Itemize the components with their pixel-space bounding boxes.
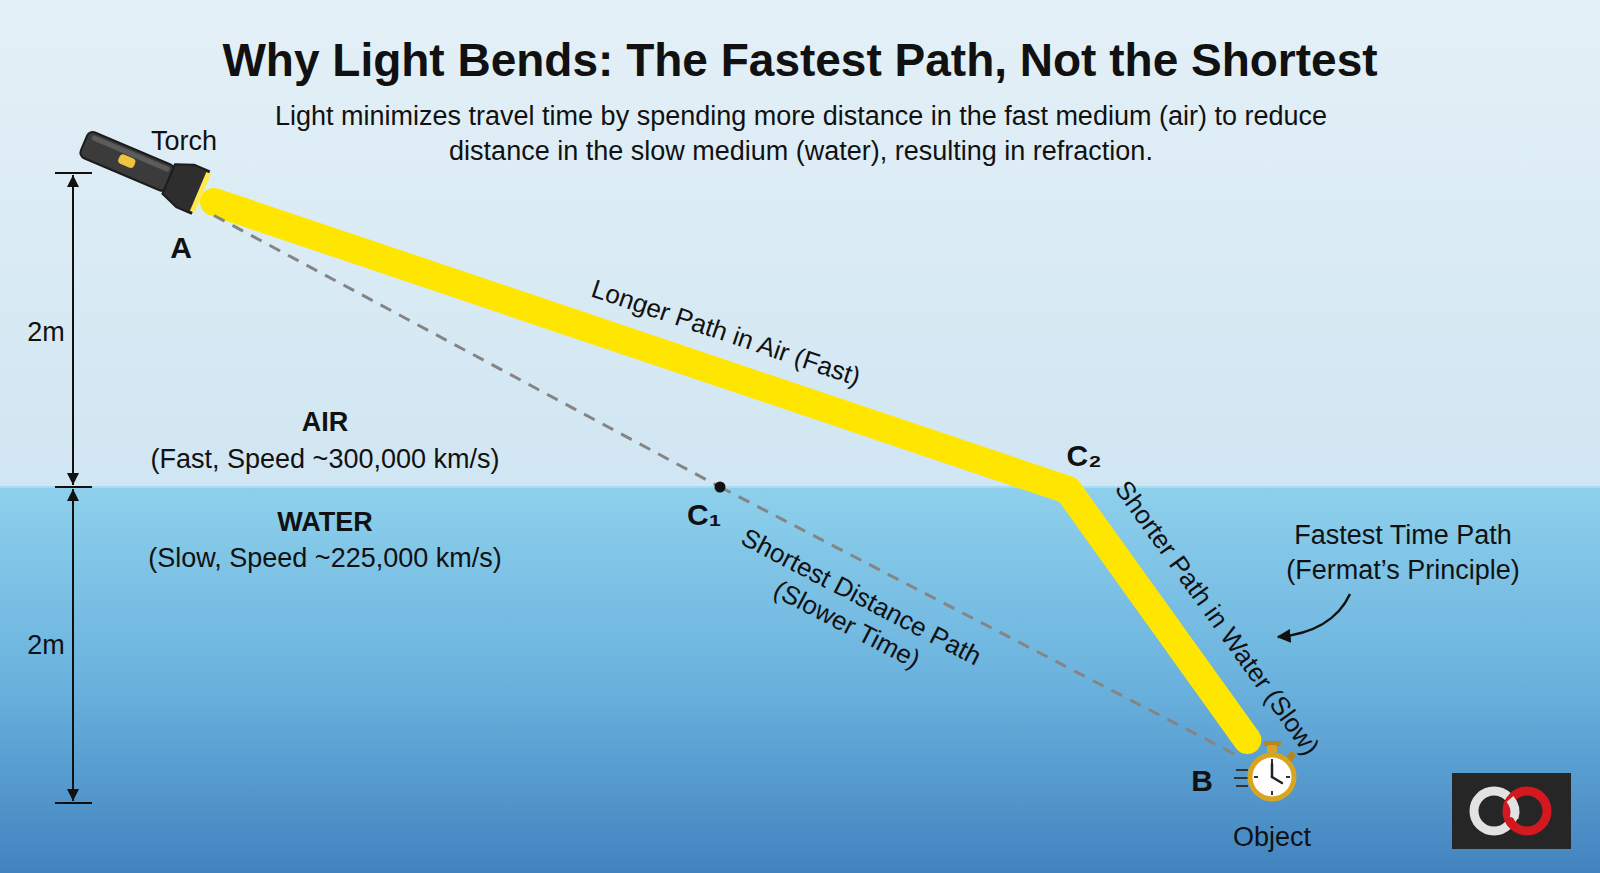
diagram-title: Why Light Bends: The Fastest Path, Not t… (0, 33, 1600, 88)
logo-ring (1510, 799, 1515, 818)
stopwatch-icon (1234, 741, 1297, 799)
node-label: Object (1233, 821, 1311, 853)
dimension-line (72, 489, 74, 801)
stopwatch-tick (1271, 759, 1273, 763)
stopwatch-face (1250, 755, 1294, 799)
medium-speed: (Slow, Speed ~225,000 km/s) (148, 542, 501, 574)
path-label: Shortest Distance Path (Slower Time) (693, 507, 1015, 714)
stopwatch-crown (1267, 745, 1277, 753)
path-label: Longer Path in Air (Fast) (588, 273, 865, 393)
stopwatch-tick (1271, 791, 1273, 795)
stopwatch-tick (1286, 776, 1290, 778)
dimension-tick (55, 486, 92, 488)
dimension-tick (55, 172, 92, 174)
speed-line (1236, 769, 1248, 771)
subtitle-text: Light minimizes travel time by spending … (266, 99, 1336, 168)
node-label: Torch (151, 125, 217, 157)
stopwatch-tick (1254, 776, 1258, 778)
water-region (0, 487, 1600, 873)
stopwatch-hand (1271, 764, 1274, 777)
point-dot (715, 482, 726, 493)
logo-ring (1507, 791, 1547, 831)
callout-arrow (1278, 594, 1350, 637)
point-node: C₂ (1063, 485, 1073, 495)
medium-speed: (Fast, Speed ~300,000 km/s) (151, 443, 500, 475)
point-node: C₁ (715, 482, 725, 492)
point-letter: B (1191, 763, 1213, 799)
callout-label: Fastest Time Path (Fermat’s Principle) (1258, 518, 1548, 588)
torch-lens (190, 172, 211, 213)
path-label: Shorter Path in Water (Slow) (1108, 475, 1326, 761)
dimension-label: 2m (27, 629, 65, 661)
point-letter: C₂ (1067, 438, 1102, 474)
torch-switch (117, 153, 137, 169)
dimension-label: 2m (27, 316, 65, 348)
point-letter: C₁ (687, 497, 721, 533)
point-letter: A (170, 230, 192, 266)
medium-name: WATER (277, 506, 373, 538)
speed-line (1234, 777, 1248, 779)
water-surface (0, 486, 1600, 488)
dimension-line (72, 175, 74, 485)
logo-box (1452, 773, 1571, 849)
torch-node: TorchA (78, 133, 214, 225)
stopwatch-hand (1272, 777, 1282, 783)
dimension-tick (55, 802, 92, 804)
medium-name: AIR (302, 406, 349, 438)
speed-line (1236, 785, 1248, 787)
